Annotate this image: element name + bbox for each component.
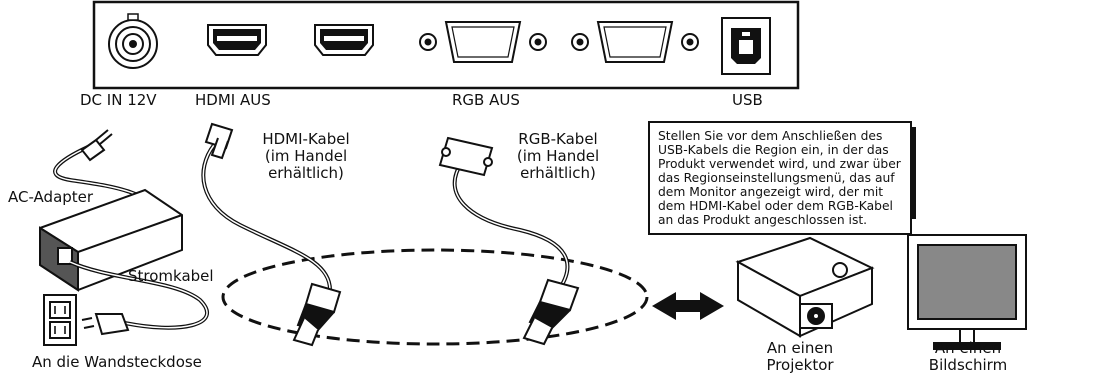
projector-label: An einen Projektor (766, 339, 834, 374)
usb-port-icon (721, 17, 771, 75)
wall-outlet-label: An die Wandsteckdose (32, 353, 202, 371)
power-cord-label: Stromkabel (128, 267, 214, 285)
ac-adapter-label: AC-Adapter (8, 188, 94, 206)
hdmi-out-label: HDMI AUS (195, 91, 271, 109)
wall-outlet-icon (43, 294, 77, 346)
usb-label: USB (732, 91, 763, 109)
hdmi-port-icon (314, 24, 374, 56)
monitor-label: An einen Bildschirm (928, 339, 1008, 374)
usb-region-note: Stellen Sie vor dem Anschließen des USB-… (648, 121, 912, 235)
vga-port-icon (571, 21, 699, 63)
vga-port-icon (419, 21, 547, 63)
plug-icon (81, 313, 130, 336)
hdmi-cable-icon (201, 122, 342, 347)
hdmi-port-icon (207, 24, 267, 56)
dc-in-label: DC IN 12V (80, 91, 157, 109)
rgb-cable-icon (438, 136, 580, 346)
rgb-cable-label: RGB-Kabel (im Handel erhältlich) (516, 130, 600, 182)
hdmi-cable-label: HDMI-Kabel (im Handel erhältlich) (262, 130, 350, 182)
monitor-icon (907, 234, 1027, 350)
projector-icon (735, 236, 875, 338)
double-arrow-icon (652, 292, 724, 320)
dc-in-jack-icon (108, 13, 158, 69)
rgb-out-label: RGB AUS (452, 91, 520, 109)
power-cord (69, 260, 209, 330)
cable-group-outline (221, 248, 649, 346)
